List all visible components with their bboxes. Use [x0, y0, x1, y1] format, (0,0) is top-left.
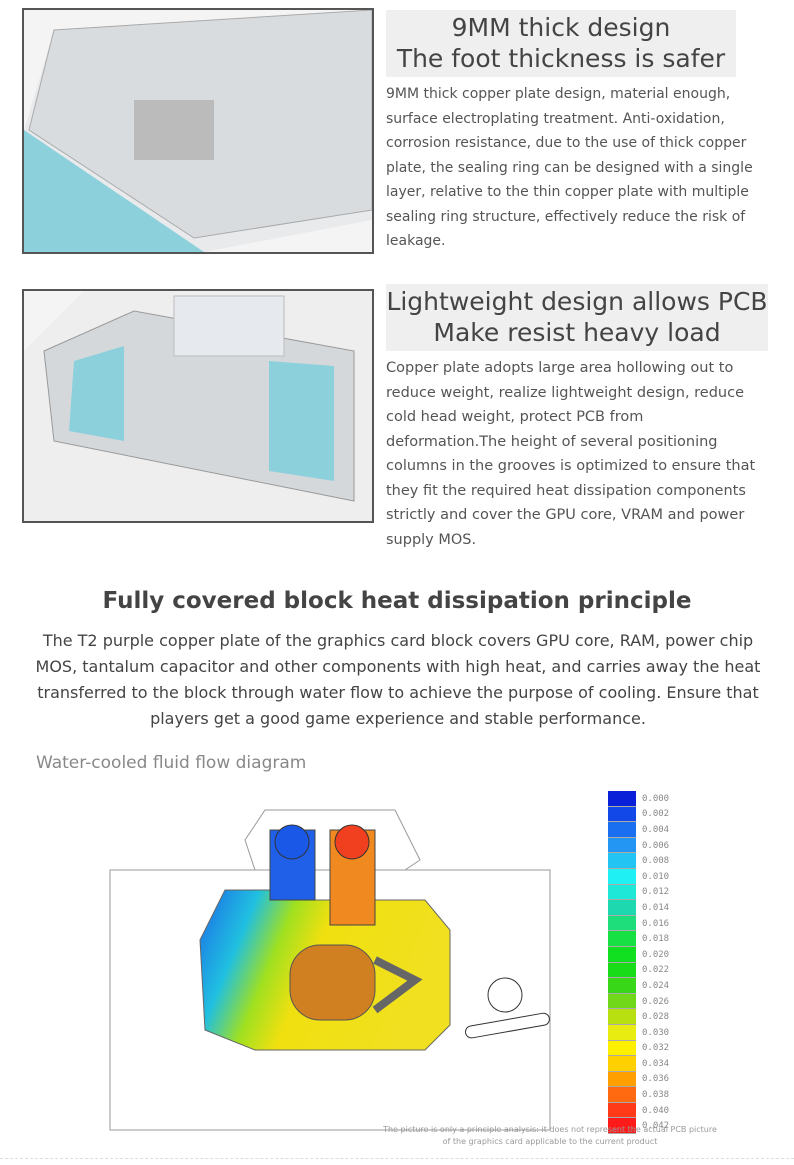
legend-entry: 0.014	[608, 900, 669, 916]
legend-swatch	[608, 962, 636, 979]
legend-swatch	[608, 993, 636, 1010]
legend-swatch	[608, 791, 636, 807]
legend-entry: 0.024	[608, 978, 669, 994]
legend-swatch	[608, 806, 636, 823]
legend-label: 0.034	[642, 1058, 670, 1069]
heading-line: Lightweight design allows PCB	[386, 287, 768, 316]
legend-label: 0.002	[642, 809, 670, 820]
legend-swatch	[608, 868, 636, 885]
legend-entry: 0.036	[608, 1071, 670, 1088]
legend-swatch	[608, 900, 636, 916]
legend-label: 0.008	[642, 856, 670, 867]
legend-swatch	[608, 822, 636, 838]
legend-swatch	[608, 1071, 636, 1088]
legend-label: 0.018	[642, 934, 670, 945]
legend-swatch	[608, 1087, 636, 1103]
heading-line: The foot thickness is safer	[396, 44, 726, 73]
legend-label: 0.030	[642, 1027, 670, 1038]
legend-swatch	[608, 931, 636, 947]
section2-body: Copper plate adopts large area hollowing…	[386, 360, 756, 548]
heading-line: 9MM thick design	[451, 13, 671, 42]
legend-entry: 0.032	[608, 1040, 670, 1057]
legend-label: 0.032	[642, 1043, 670, 1054]
color-scale-legend: 0.000 0.002 0.004 0.006 0.008 0.010 0.012 0.014…	[608, 791, 670, 1135]
legend-label: 0.040	[642, 1105, 670, 1116]
legend-swatch	[608, 837, 636, 854]
legend-label: 0.006	[642, 840, 670, 851]
legend-entry: 0.002	[608, 806, 670, 823]
legend-label: 0.028	[642, 1012, 670, 1023]
legend-label: 0.010	[642, 871, 670, 882]
legend-swatch	[608, 1056, 636, 1072]
legend-entry: 0.038	[608, 1087, 669, 1103]
legend-entry: 0.016	[608, 915, 670, 932]
legend-entry: 0.004	[608, 822, 669, 838]
legend-label: 0.024	[642, 980, 670, 991]
legend-label: 0.022	[642, 965, 670, 976]
legend-entry: 0.008	[608, 853, 669, 869]
legend-swatch	[608, 915, 636, 932]
legend-entry: 0.030	[608, 1024, 670, 1041]
legend-swatch	[608, 1009, 636, 1025]
legend-entry: 0.042	[608, 1118, 670, 1135]
copper-plate-photo-1	[22, 8, 374, 254]
legend-swatch	[608, 884, 636, 901]
disclaimer-line: The picture is only a principle analysis…	[383, 1125, 717, 1134]
legend-entry: 0.006	[608, 837, 670, 854]
legend-entry: 0.026	[608, 993, 670, 1010]
copper-plate-illustration	[24, 10, 372, 252]
principle-title: Fully covered block heat dissipation pri…	[102, 588, 692, 614]
legend-entry: 0.022	[608, 962, 670, 979]
legend-swatch	[608, 1118, 636, 1135]
fluid-flow-diagram	[109, 809, 551, 1131]
principle-body: The T2 purple copper plate of the graphi…	[35, 631, 761, 728]
legend-entry: 0.010	[608, 868, 670, 885]
divider	[0, 1158, 794, 1159]
legend-label: 0.026	[642, 996, 670, 1007]
diagram-title: Water-cooled fluid flow diagram	[36, 753, 307, 773]
legend-entry: 0.028	[608, 1009, 669, 1025]
legend-entry: 0.018	[608, 931, 669, 947]
legend-label: 0.036	[642, 1074, 670, 1085]
legend-label: 0.016	[642, 918, 670, 929]
legend-label: 0.038	[642, 1090, 670, 1101]
legend-swatch	[608, 1024, 636, 1041]
section2-heading: Lightweight design allows PCB Make resis…	[386, 284, 768, 351]
legend-label: 0.020	[642, 949, 670, 960]
legend-swatch	[608, 1040, 636, 1057]
legend-swatch	[608, 853, 636, 869]
legend-swatch	[608, 978, 636, 994]
diagram-disclaimer: The picture is only a principle analysis…	[350, 1124, 750, 1148]
legend-swatch	[608, 946, 636, 963]
disclaimer-line: of the graphics card applicable to the c…	[442, 1137, 658, 1146]
section1-body: 9MM thick copper plate design, material …	[386, 86, 753, 249]
copper-plate-illustration	[24, 291, 372, 521]
legend-label: 0.000	[642, 793, 670, 804]
section1-heading: 9MM thick design The foot thickness is s…	[386, 10, 736, 77]
legend-entry: 0.040	[608, 1102, 670, 1119]
legend-entry: 0.034	[608, 1056, 669, 1072]
legend-entry: 0.012	[608, 884, 670, 901]
legend-entry: 0.020	[608, 946, 670, 963]
legend-label: 0.042	[642, 1121, 670, 1132]
heading-line: Make resist heavy load	[433, 318, 721, 347]
copper-plate-photo-2	[22, 289, 374, 523]
legend-label: 0.004	[642, 824, 670, 835]
legend-label: 0.014	[642, 902, 670, 913]
legend-entry: 0.000	[608, 791, 669, 807]
legend-swatch	[608, 1102, 636, 1119]
legend-label: 0.012	[642, 887, 670, 898]
